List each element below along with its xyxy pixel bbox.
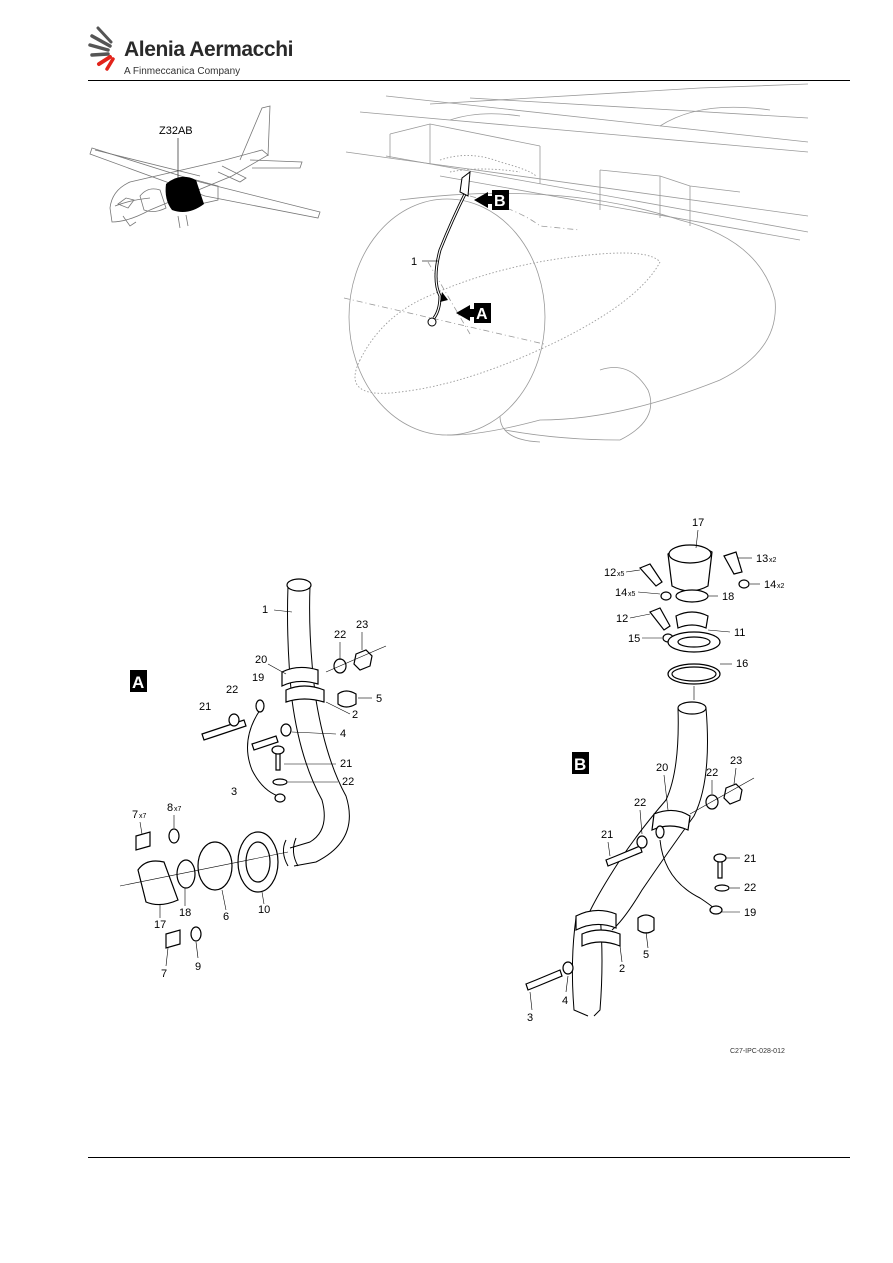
a-item-21-left: 21: [199, 701, 211, 713]
detail-a-drawing: A: [119, 578, 387, 980]
b-item-17: 17: [692, 517, 704, 529]
aircraft-outline: [89, 105, 321, 229]
b-item-14-left: 14: [615, 587, 627, 599]
detail-b-drawing: B: [525, 517, 785, 1024]
detail-a-callouts: 1 23 22 20 19 22 5 2 21 4 21 3 22 7 x7 8: [132, 604, 382, 980]
b-item-4: 4: [562, 995, 568, 1007]
a-item-2: 2: [352, 709, 358, 721]
b-item-19: 19: [744, 907, 756, 919]
a-item-3: 3: [231, 786, 237, 798]
b-item-21-right: 21: [744, 853, 756, 865]
brand-name: Alenia Aermacchi: [124, 38, 294, 61]
a-item-20: 20: [255, 654, 267, 666]
a-item-10: 10: [258, 904, 270, 916]
a-item-8: 8: [167, 802, 173, 814]
b-item-18: 18: [722, 591, 734, 603]
b-item-22-left: 22: [634, 797, 646, 809]
wing-nacelle-overview: 1 B A: [343, 83, 809, 443]
b-qty-12: x5: [617, 571, 625, 578]
b-item-14-right: 14: [764, 579, 776, 591]
b-item-12-top: 12: [604, 567, 616, 579]
a-item-18: 18: [179, 907, 191, 919]
a-qty-8: x7: [174, 806, 182, 813]
a-item-19: 19: [252, 672, 264, 684]
b-qty-14-right: x2: [777, 583, 785, 590]
a-item-1: 1: [262, 604, 268, 616]
a-item-21-right: 21: [340, 758, 352, 770]
a-item-17: 17: [154, 919, 166, 931]
alenia-logo-icon: [88, 26, 115, 71]
b-item-12-lower: 12: [616, 613, 628, 625]
footer-rule: [88, 1157, 850, 1158]
a-item-6: 6: [223, 911, 229, 923]
a-item-7-top: 7: [132, 809, 138, 821]
a-item-5: 5: [376, 693, 382, 705]
a-item-9: 9: [195, 961, 201, 973]
b-item-20: 20: [656, 762, 668, 774]
a-item-23: 23: [356, 619, 368, 631]
detail-b-callouts: 17 13 x2 12 x5 14 x5 18 14 x2 12 15 11 1…: [527, 517, 785, 1024]
b-item-22-top: 22: [706, 767, 718, 779]
page-header: Alenia Aermacchi A Finmeccanica Company: [0, 0, 893, 82]
detail-a-view-label: A: [132, 673, 144, 692]
brand-tagline: A Finmeccanica Company: [124, 66, 241, 77]
b-item-16: 16: [736, 658, 748, 670]
a-item-7-bottom: 7: [161, 968, 167, 980]
figure-reference: C27-IPC-028-012: [730, 1048, 785, 1055]
b-item-13: 13: [756, 553, 768, 565]
view-a-pointer-label: A: [476, 306, 488, 323]
a-item-22-top: 22: [334, 629, 346, 641]
zone-label: Z32AB: [159, 125, 193, 137]
b-item-5: 5: [643, 949, 649, 961]
b-item-3: 3: [527, 1012, 533, 1024]
b-item-11: 11: [734, 627, 745, 639]
view-b-pointer-label: B: [494, 193, 506, 210]
b-item-21-left: 21: [601, 829, 613, 841]
detail-b-view-label: B: [574, 755, 586, 774]
b-item-2: 2: [619, 963, 625, 975]
b-qty-13: x2: [769, 557, 777, 564]
zone-highlight: [165, 176, 204, 212]
a-item-22-left: 22: [226, 684, 238, 696]
a-item-22-right: 22: [342, 776, 354, 788]
a-qty-7: x7: [139, 813, 147, 820]
b-item-22-right: 22: [744, 882, 756, 894]
b-qty-14-left: x5: [628, 591, 636, 598]
b-item-23: 23: [730, 755, 742, 767]
header-rule: [88, 80, 850, 81]
b-item-15: 15: [628, 633, 640, 645]
overview-item-1: 1: [411, 256, 417, 268]
a-item-4: 4: [340, 728, 346, 740]
